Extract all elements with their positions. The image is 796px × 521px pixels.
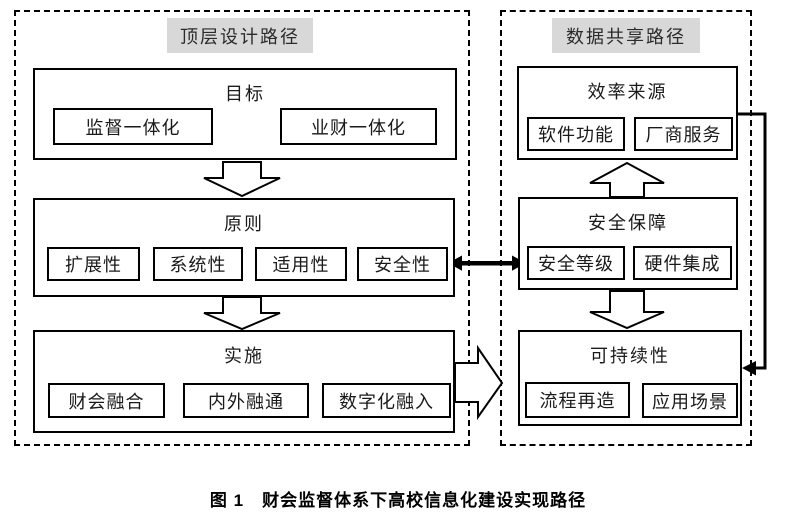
- security-guarantee-box: 安全保障 安全等级 硬件集成: [518, 197, 738, 290]
- right-panel-title: 数据共享路径: [552, 18, 700, 53]
- principle-box: 原则 扩展性 系统性 适用性 安全性: [33, 198, 455, 297]
- efficiency-source-title: 效率来源: [587, 82, 668, 102]
- principle-title: 原则: [224, 214, 264, 234]
- security-box: 安全性: [357, 247, 448, 281]
- applicability-box: 适用性: [255, 247, 347, 281]
- left-panel-title: 顶层设计路径: [167, 18, 313, 53]
- software-function-box: 软件功能: [527, 117, 625, 151]
- hardware-integration-box: 硬件集成: [633, 246, 732, 280]
- big-right-arrow-icon: [454, 344, 504, 421]
- figure-caption: 图 1 财会监督体系下高校信息化建设实现路径: [209, 491, 587, 510]
- implementation-title: 实施: [224, 346, 264, 366]
- finance-accounting-fusion-box: 财会融合: [48, 383, 165, 418]
- top-design-path-panel: [14, 10, 470, 446]
- down-arrow-icon: [203, 296, 281, 331]
- systematicness-box: 系统性: [153, 247, 243, 281]
- goal-box: 目标 监督一体化 业财一体化: [33, 68, 457, 160]
- down-arrow-icon: [589, 290, 665, 330]
- digital-integration-box: 数字化融入: [322, 383, 451, 418]
- data-sharing-path-panel: [500, 10, 752, 446]
- supervision-integration-box: 监督一体化: [53, 108, 213, 145]
- sustainability-title: 可持续性: [590, 346, 670, 366]
- sustainability-box: 可持续性 流程再造 应用场景: [518, 330, 742, 426]
- implementation-box: 实施 财会融合 内外融通 数字化融入: [33, 330, 455, 433]
- security-guarantee-title: 安全保障: [588, 213, 668, 233]
- efficiency-source-box: 效率来源 软件功能 厂商服务: [517, 66, 738, 160]
- up-arrow-icon: [589, 161, 665, 198]
- extensibility-box: 扩展性: [47, 247, 140, 281]
- feedback-arrow-icon: [738, 112, 767, 376]
- process-reengineering-box: 流程再造: [525, 382, 630, 418]
- application-scenario-box: 应用场景: [642, 383, 738, 418]
- double-headed-arrow-icon: [448, 255, 526, 271]
- down-arrow-icon: [203, 161, 281, 198]
- goal-title: 目标: [225, 84, 265, 104]
- business-finance-integration-box: 业财一体化: [280, 108, 437, 145]
- internal-external-integration-box: 内外融通: [183, 383, 309, 418]
- vendor-service-box: 厂商服务: [634, 117, 733, 151]
- security-level-box: 安全等级: [527, 246, 625, 280]
